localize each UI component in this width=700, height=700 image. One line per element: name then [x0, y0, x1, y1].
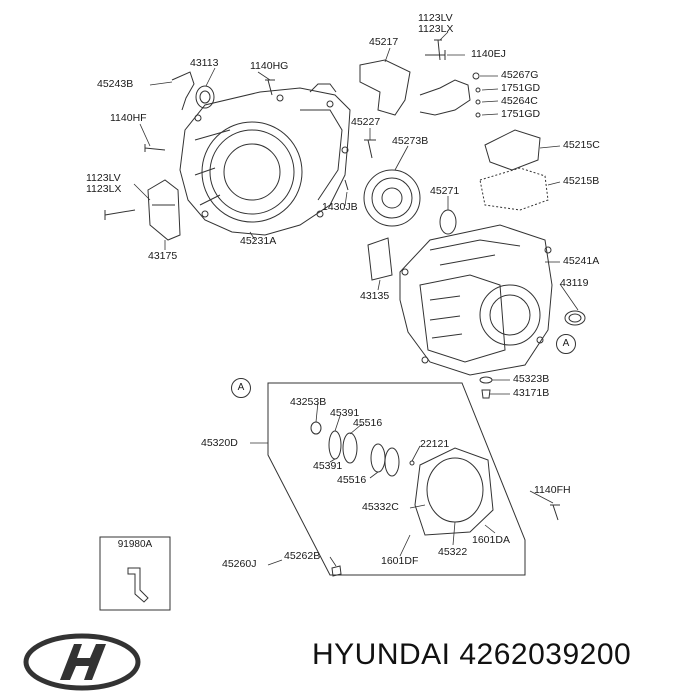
leader-lines	[133, 31, 579, 567]
part-label-45273b: 45273B	[392, 135, 429, 147]
part-label-1123lv-left: 1123LV	[86, 172, 121, 184]
part-45217-drawing	[359, 59, 411, 116]
part-45262b-drawing	[331, 565, 342, 577]
part-1123lv-top-drawing	[434, 39, 442, 61]
section-marker-a-case: A	[556, 334, 576, 354]
part-label-45391-a: 45391	[330, 407, 360, 419]
part-22121-drawing	[409, 460, 415, 466]
inset-91980a-frame	[99, 536, 171, 611]
part-91980a-drawing	[127, 567, 149, 603]
part-label-45320d: 45320D	[201, 437, 238, 449]
part-label-43135: 43135	[360, 290, 390, 302]
part-label-45231a: 45231A	[240, 235, 277, 247]
part-label-45243b: 45243B	[97, 78, 134, 90]
part-label-45323b: 45323B	[513, 373, 550, 385]
inset-part-label: 91980A	[117, 539, 153, 550]
hyundai-logo-icon	[23, 633, 141, 691]
part-45227-drawing	[364, 139, 376, 159]
part-label-45262b: 45262B	[284, 550, 321, 562]
part-1123lv-left-drawing	[104, 209, 136, 220]
part-label-1140ej: 1140EJ	[471, 48, 506, 60]
part-label-1140fh: 1140FH	[534, 484, 571, 496]
part-label-45227: 45227	[351, 116, 381, 128]
part-label-45215c: 45215C	[563, 139, 600, 151]
part-45273b-drawing	[363, 169, 421, 227]
part-label-45322: 45322	[438, 546, 468, 558]
part-label-43175: 43175	[148, 250, 178, 262]
part-label-45260j: 45260J	[222, 558, 257, 570]
bell-housing-drawing	[179, 83, 351, 236]
part-43119-drawing	[564, 310, 586, 326]
brand-name: HYUNDAI	[312, 638, 451, 671]
part-45215c-drawing	[484, 129, 541, 171]
part-label-1751gd-b: 1751GD	[501, 108, 541, 120]
part-label-45271: 45271	[430, 185, 460, 197]
part-label-1601df: 1601DF	[381, 555, 419, 567]
part-1140fh-drawing	[550, 504, 560, 521]
part-label-45267g: 45267G	[501, 69, 539, 81]
part-label-1140hg: 1140HG	[250, 60, 289, 72]
part-43253b-drawing	[310, 421, 322, 435]
part-label-45516-b: 45516	[337, 474, 367, 486]
part-45215b-drawing	[479, 167, 549, 211]
part-label-43113: 43113	[190, 57, 219, 69]
part-45243b-drawing	[171, 71, 195, 111]
part-label-22121: 22121	[420, 438, 450, 450]
inset-frame-drawing	[267, 382, 526, 576]
brand-part-number: HYUNDAI 4262039200	[312, 638, 631, 672]
part-label-45516-a: 45516	[353, 417, 383, 429]
part-label-45332c: 45332C	[362, 501, 399, 513]
part-label-45391-b: 45391	[313, 460, 343, 472]
part-43175-drawing	[147, 179, 181, 241]
part-1140ej-drawing	[425, 50, 446, 60]
part-label-45241a: 45241A	[563, 255, 600, 267]
part-43113-drawing	[195, 85, 215, 109]
part-1140hg-drawing	[265, 79, 275, 96]
part-label-1751gd-a: 1751GD	[501, 82, 541, 94]
part-number: 4262039200	[459, 638, 632, 671]
part-45332c-drawing	[414, 447, 494, 536]
transaxle-case-drawing	[399, 224, 553, 376]
part-label-1123lx-top: 1123LX	[418, 23, 454, 35]
part-label-43253b: 43253B	[290, 396, 327, 408]
part-harness-drawing	[419, 72, 481, 118]
part-label-1601da: 1601DA	[472, 534, 510, 546]
part-43135-drawing	[367, 237, 393, 281]
part-45271-drawing	[439, 209, 457, 235]
part-1140hf-drawing	[144, 144, 166, 152]
part-label-1140hf: 1140HF	[110, 112, 147, 124]
part-label-43119: 43119	[560, 277, 589, 289]
part-1430jb-drawing	[344, 179, 349, 191]
part-label-45217: 45217	[369, 36, 399, 48]
part-label-1123lv-top: 1123LV	[418, 12, 453, 24]
section-marker-a-inset: A	[231, 378, 251, 398]
part-label-1430jb: 1430JB	[322, 201, 358, 213]
part-label-45264c: 45264C	[501, 95, 538, 107]
part-label-1123lx-left: 1123LX	[86, 183, 122, 195]
part-label-43171b: 43171B	[513, 387, 550, 399]
part-drain-plug-drawing	[479, 376, 493, 399]
part-label-45215b: 45215B	[563, 175, 600, 187]
